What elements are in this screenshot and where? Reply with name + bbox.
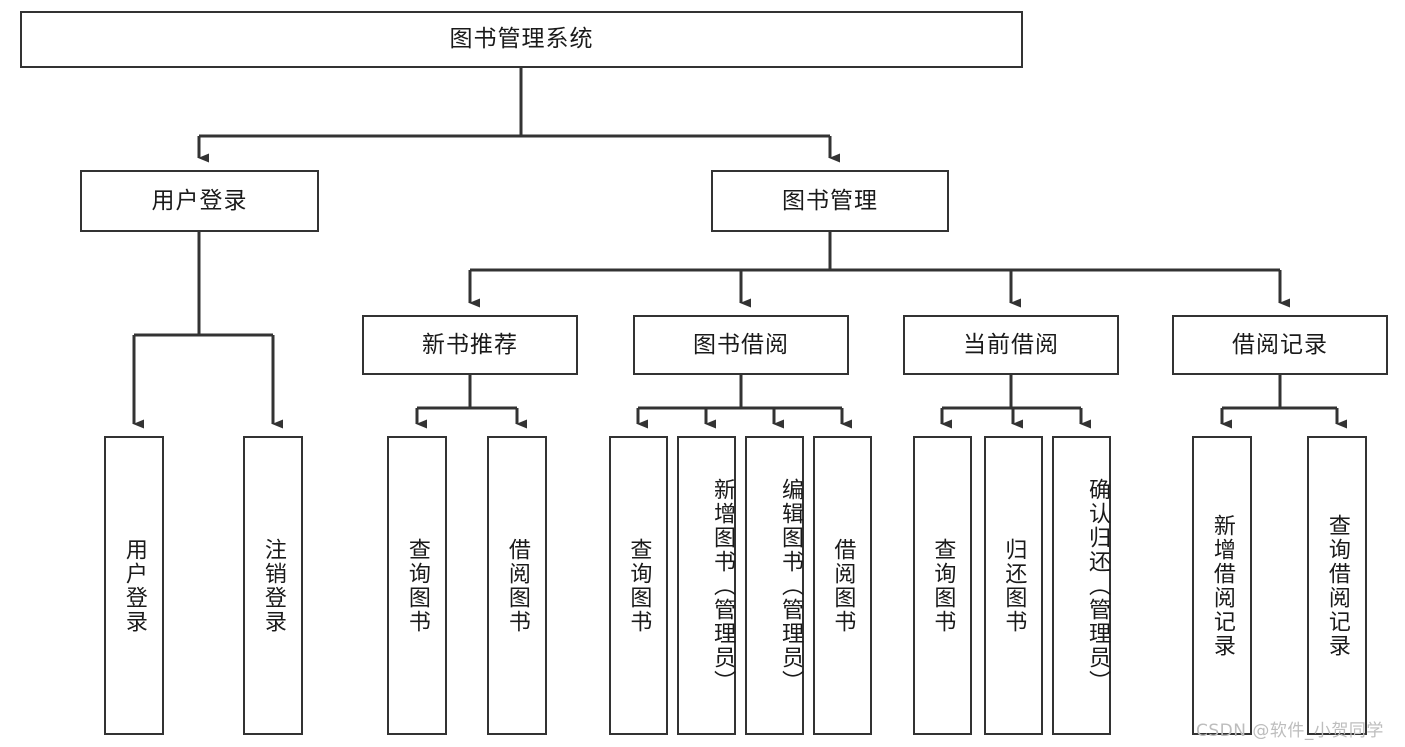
leaf-add-book-admin[interactable]: 新增图书（管理员） xyxy=(677,436,736,735)
leaf-query-book-current[interactable]: 查询图书 xyxy=(913,436,972,735)
node-user-login-label: 用户登录 xyxy=(151,187,248,214)
leaf-logout-login-label: 注销登录 xyxy=(260,537,286,634)
leaf-logout-login[interactable]: 注销登录 xyxy=(243,436,303,735)
leaf-confirm-return-admin[interactable]: 确认归还（管理员） xyxy=(1052,436,1111,735)
leaf-add-borrow-record-label: 新增借阅记录 xyxy=(1209,513,1235,658)
node-book-management[interactable]: 图书管理 xyxy=(711,170,949,232)
node-book-management-label: 图书管理 xyxy=(782,187,878,214)
leaf-add-borrow-record[interactable]: 新增借阅记录 xyxy=(1192,436,1252,735)
leaf-borrow-book-new-label: 借阅图书 xyxy=(504,537,530,634)
leaf-query-borrow-record-label: 查询借阅记录 xyxy=(1324,513,1350,658)
leaf-query-book-new[interactable]: 查询图书 xyxy=(387,436,447,735)
leaf-query-book-current-label: 查询图书 xyxy=(930,537,956,634)
node-current-borrow[interactable]: 当前借阅 xyxy=(903,315,1119,375)
node-root[interactable]: 图书管理系统 xyxy=(20,11,1023,68)
node-root-label: 图书管理系统 xyxy=(449,26,594,53)
node-book-borrow[interactable]: 图书借阅 xyxy=(633,315,849,375)
leaf-query-book-new-label: 查询图书 xyxy=(404,537,430,634)
leaf-user-login[interactable]: 用户登录 xyxy=(104,436,164,735)
node-new-book-recommend[interactable]: 新书推荐 xyxy=(362,315,578,375)
node-current-borrow-label: 当前借阅 xyxy=(963,331,1059,358)
leaf-edit-book-admin-label: 编辑图书（管理员） xyxy=(778,477,803,694)
leaf-borrow-book[interactable]: 借阅图书 xyxy=(813,436,872,735)
node-user-login[interactable]: 用户登录 xyxy=(80,170,319,232)
leaf-confirm-return-admin-label: 确认归还（管理员） xyxy=(1085,477,1110,694)
node-borrow-record[interactable]: 借阅记录 xyxy=(1172,315,1388,375)
leaf-edit-book-admin[interactable]: 编辑图书（管理员） xyxy=(745,436,804,735)
leaf-query-book-borrow[interactable]: 查询图书 xyxy=(609,436,668,735)
leaf-borrow-book-label: 借阅图书 xyxy=(830,537,856,634)
node-borrow-record-label: 借阅记录 xyxy=(1232,331,1328,358)
node-book-borrow-label: 图书借阅 xyxy=(693,331,789,358)
csdn-watermark: CSDN @软件_小贺同学 xyxy=(1196,721,1384,741)
leaf-query-borrow-record[interactable]: 查询借阅记录 xyxy=(1307,436,1367,735)
leaf-return-book-label: 归还图书 xyxy=(1001,537,1027,634)
leaf-return-book[interactable]: 归还图书 xyxy=(984,436,1043,735)
node-new-book-recommend-label: 新书推荐 xyxy=(422,331,518,358)
leaf-add-book-admin-label: 新增图书（管理员） xyxy=(710,477,735,694)
leaf-borrow-book-new[interactable]: 借阅图书 xyxy=(487,436,547,735)
leaf-query-book-borrow-label: 查询图书 xyxy=(626,537,652,634)
leaf-user-login-label: 用户登录 xyxy=(121,537,147,634)
